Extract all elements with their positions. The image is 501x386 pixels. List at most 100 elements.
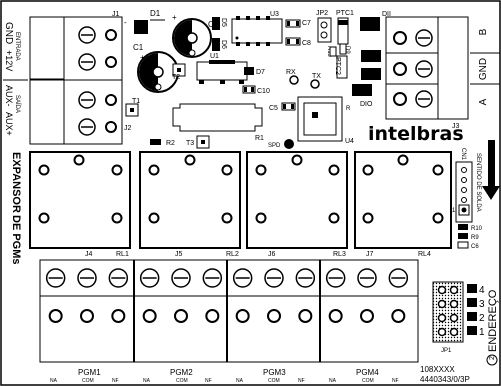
r9-label: R9 [471, 235, 479, 241]
screw-terminal [415, 29, 433, 47]
jp1-pin[interactable] [437, 299, 447, 309]
pgm-label: PGM3 [263, 368, 286, 377]
diode-d10 [352, 84, 372, 96]
capacitor-c2 [172, 18, 212, 58]
jack-label: J4 [85, 251, 93, 258]
relay-label: RL4 [418, 251, 431, 258]
address-marker [467, 326, 477, 335]
com-label: COM [176, 378, 188, 384]
part-code-2: 4440343/0/3P [420, 375, 470, 384]
v12-label: +12V [4, 50, 14, 71]
relay-rl2 [139, 151, 241, 249]
resistor-r19 [329, 46, 337, 57]
diode-d11 [360, 17, 380, 31]
jp1-pin[interactable] [449, 285, 459, 295]
capacitor-c8 [285, 37, 301, 46]
jack-label: J7 [366, 251, 374, 258]
pin [105, 121, 117, 133]
pgm-screw-terminal [45, 268, 66, 323]
svg-text:R: R [346, 106, 351, 112]
screw-terminal [78, 91, 96, 109]
d9-label: D9 [344, 46, 350, 54]
pin1-label: 1 [452, 208, 456, 214]
r19-label: R19 [326, 46, 332, 58]
tx-led [310, 79, 320, 89]
pgm-label: PGM4 [356, 368, 379, 377]
capacitor-c6 [457, 241, 469, 249]
screw-terminal [415, 90, 433, 108]
a-label: A [478, 98, 489, 105]
screw-terminal [78, 53, 96, 71]
pgm-screw-terminal [171, 268, 191, 323]
part-code-1: 108XXXX [420, 365, 455, 374]
right-terminal-block [385, 16, 500, 120]
svg-text:+: + [172, 13, 177, 22]
na-label: NA [329, 378, 337, 384]
nf-label: NF [298, 378, 305, 384]
pgm-screw-terminal [325, 268, 346, 323]
b-label: B [478, 28, 489, 35]
jp1-label: JP1 [441, 348, 452, 354]
jp1-pin[interactable] [437, 327, 447, 337]
diode-d5 [212, 17, 220, 30]
jp1-pin[interactable] [437, 313, 447, 323]
u1-label: U1 [210, 53, 219, 60]
address-position: 1 [479, 327, 485, 338]
address-marker [467, 312, 477, 321]
aux-plus-label: AUX+ [4, 112, 14, 136]
jp1-pin[interactable] [449, 327, 459, 337]
d10-label: DIO [360, 101, 373, 108]
resistor-r1 [172, 103, 263, 132]
u3-label: U3 [270, 11, 279, 18]
jack-label: J6 [268, 251, 276, 258]
resistor-r2 [150, 139, 161, 145]
pgm-screw-terminal [295, 268, 316, 323]
jumper-jp1[interactable] [432, 281, 464, 343]
nf-label: NF [392, 378, 399, 384]
r10-label: R10 [471, 226, 483, 232]
resistor-r10 [458, 224, 468, 230]
gnd-bus-label: GND [478, 58, 489, 80]
capacitor-c5 [281, 102, 296, 111]
left-terminal-block [29, 16, 123, 145]
pgm-screw-terminal [232, 268, 253, 323]
c6-label: C6 [471, 244, 479, 250]
screw-terminal [415, 60, 433, 78]
capacitor-c1 [137, 51, 179, 93]
intelbras-logo: intelbras [368, 123, 464, 145]
arrow-down-icon [482, 140, 500, 200]
pin [393, 62, 407, 76]
screw-terminal [78, 26, 96, 44]
d5-label: D5 [220, 18, 227, 27]
address-position: 3 [479, 299, 485, 310]
spd-indicator [284, 139, 294, 149]
diode-d8-lower [361, 68, 381, 80]
pgm-screw-terminal [202, 268, 223, 323]
capacitor-c10 [242, 85, 256, 94]
com-label: COM [362, 378, 374, 384]
address-circled-number: 2 [489, 356, 496, 360]
jp1-pin[interactable] [437, 285, 447, 295]
pin [105, 94, 117, 106]
capacitor-c7 [285, 19, 301, 28]
t2-label: T2 [172, 74, 180, 81]
relay-label: RL1 [116, 251, 129, 258]
c7-label: C7 [302, 20, 311, 27]
j2-label: J2 [124, 125, 132, 132]
d11-label: DII [382, 11, 391, 18]
diode-d7 [244, 67, 254, 75]
ptc1-label: PTC1 [336, 10, 354, 17]
r1-label: R1 [255, 135, 264, 142]
pgm-terminal-block [39, 259, 419, 363]
c10-label: C10 [257, 88, 270, 95]
jp1-pin[interactable] [449, 299, 459, 309]
c1-label: C1 [133, 43, 144, 52]
jp1-pin[interactable] [449, 313, 459, 323]
ptc2-label: PTC2 [334, 57, 341, 75]
pgm-screw-terminal [108, 268, 129, 323]
tx-label: TX [312, 73, 321, 80]
ic-u3 [231, 18, 283, 44]
saida-label: SAÍDA [14, 95, 21, 113]
nf-label: NF [112, 378, 119, 384]
